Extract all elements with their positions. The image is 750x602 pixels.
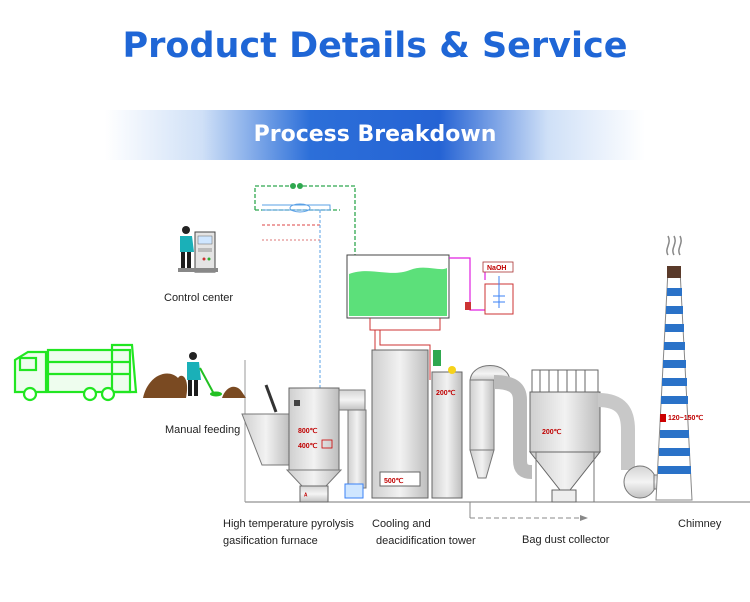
furnace-top-temp: 800℃	[298, 427, 318, 435]
label-furnace-line2: gasification furnace	[223, 535, 318, 547]
waste-pile-icon	[143, 373, 246, 398]
cooling-water-tank	[346, 254, 450, 319]
garbage-truck-icon	[13, 343, 138, 402]
label-tower-line1: Cooling and	[372, 518, 431, 530]
page-title: Product Details & Service	[122, 26, 628, 66]
aux-pipes	[262, 203, 331, 420]
section-title: Process Breakdown	[253, 122, 497, 147]
label-bag-dust-collector: Bag dust collector	[522, 534, 610, 546]
chimney-temp: 120~150℃	[668, 414, 703, 422]
label-furnace-line1: High temperature pyrolysis	[223, 518, 354, 530]
worker-icon-feeding	[187, 352, 222, 397]
riser-pipe	[338, 389, 367, 499]
section-banner: Process Breakdown	[105, 110, 645, 160]
control-console-icon	[178, 231, 218, 273]
worker-icon	[180, 226, 194, 268]
ground-lines	[244, 360, 750, 521]
label-chimney: Chimney	[678, 518, 722, 530]
furnace-mid-temp: 400℃	[298, 442, 318, 450]
naoh-tank: NaOH	[465, 261, 514, 315]
cyclone-separator	[469, 365, 533, 479]
label-tower-line2: deacidification tower	[376, 535, 476, 547]
cooling-deacidification-tower: 500℃ 200℃	[371, 349, 463, 499]
feed-hopper	[241, 384, 291, 466]
ash-label-icon: ᴬ	[304, 492, 308, 500]
process-diagram: NaOH	[13, 183, 750, 521]
tower-bottom-temp: 500℃	[384, 477, 404, 485]
cyclone-temp: 200℃	[436, 389, 456, 397]
chimney: 120~150℃	[655, 235, 703, 501]
label-control-center: Control center	[164, 292, 234, 304]
naoh-label: NaOH	[487, 265, 506, 272]
pyrolysis-furnace: 800℃ 400℃ ᴬ	[285, 387, 343, 503]
green-pipeline	[254, 185, 356, 255]
label-manual-feeding: Manual feeding	[165, 424, 241, 436]
bag-dust-collector: 200℃	[528, 369, 602, 503]
pipe-valve-icon	[290, 183, 303, 189]
bag-collector-temp: 200℃	[542, 428, 562, 436]
